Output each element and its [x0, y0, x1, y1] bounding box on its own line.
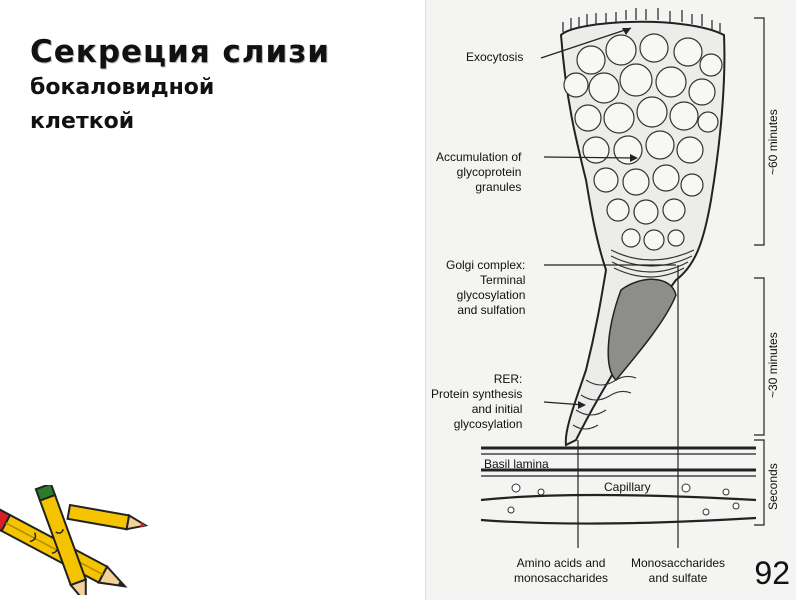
label-seconds: Seconds: [766, 463, 780, 510]
title-line-2: бокаловидной: [30, 75, 215, 100]
label-exocytosis: Exocytosis: [466, 50, 524, 64]
label-30-minutes: ~30 minutes: [766, 332, 780, 398]
title-line-3: клеткой: [30, 109, 135, 134]
arrowheads: [578, 28, 638, 409]
time-brackets: [754, 17, 765, 526]
page-number: 92: [754, 555, 790, 591]
label-60-minutes: ~60 minutes: [766, 109, 780, 175]
label-golgi: Golgi complex: Terminal glycosylation an…: [446, 258, 526, 317]
label-accumulation: Accumulation of glycoprotein granules: [436, 150, 522, 194]
microvilli: [562, 8, 721, 32]
goblet-cell-diagram: Exocytosis Accumulation of glycoprotein …: [425, 0, 796, 600]
nucleus: [607, 278, 677, 382]
diagram-drawing: [480, 8, 765, 548]
capillary: [480, 483, 757, 525]
label-rer: RER: Protein synthesis and initial glyco…: [431, 372, 523, 431]
slide-title: Секреция слизи бокаловидной клеткой: [30, 34, 330, 138]
title-line-1: Секреция слизи: [30, 34, 330, 70]
mucus-granules: [563, 33, 723, 251]
label-capillary: Capillary: [604, 480, 651, 494]
label-amino-acids: Amino acids and monosaccharides: [514, 556, 609, 585]
pencils-icon: [0, 485, 149, 595]
label-monosaccharides: Monosaccharides and sulfate: [631, 556, 726, 585]
basal-lamina: [481, 446, 756, 477]
rer: [572, 375, 637, 430]
leader-lines: [540, 27, 679, 548]
label-basil-lamina: Basil lamina: [484, 457, 549, 471]
